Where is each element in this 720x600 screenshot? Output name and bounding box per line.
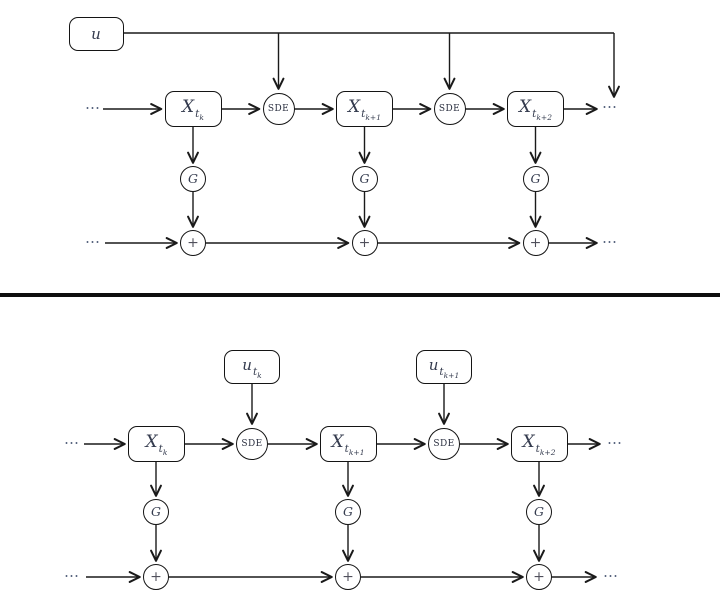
ellipsis-bottom-main-right: ⋯ <box>607 433 623 452</box>
ellipsis-top-main-left: ⋯ <box>85 98 101 117</box>
node-plus-3-top: + <box>522 230 549 256</box>
node-g-2-top: G <box>351 166 378 192</box>
ellipsis-top-main-right: ⋯ <box>602 97 618 116</box>
node-u-tk-bottom: utk <box>224 350 280 384</box>
node-plus-2-bottom: + <box>335 564 361 590</box>
node-g-1-bottom: G <box>143 499 169 525</box>
node-sde-2-top: SDE <box>433 93 466 125</box>
node-x-tk2-top: Xtk+2 <box>507 91 564 127</box>
node-u-tk1-bottom: utk+1 <box>416 350 472 384</box>
node-g-1-top: G <box>180 166 206 192</box>
node-x-tk-top: Xtk <box>164 91 222 127</box>
node-g-2-bottom: G <box>335 499 361 525</box>
node-x-tk1-top: Xtk+1 <box>336 91 393 127</box>
node-sde-1-top: SDE <box>262 93 295 125</box>
node-g-3-bottom: G <box>526 499 552 525</box>
node-x-tk2-bottom: Xtk+2 <box>510 426 568 462</box>
node-sde-2-bottom: SDE <box>428 428 460 460</box>
ellipsis-bottom-sum-left: ⋯ <box>64 566 80 585</box>
node-u-shared: u <box>69 17 124 51</box>
section-divider <box>0 293 720 297</box>
node-plus-1-top: + <box>180 230 206 256</box>
ellipsis-top-sum-left: ⋯ <box>85 232 101 251</box>
node-sde-1-bottom: SDE <box>236 428 268 460</box>
node-g-3-top: G <box>522 166 549 192</box>
node-x-tk1-bottom: Xtk+1 <box>319 426 377 462</box>
node-plus-3-bottom: + <box>526 564 552 590</box>
node-x-tk-bottom: Xtk <box>128 426 185 462</box>
node-plus-2-top: + <box>351 230 378 256</box>
ellipsis-bottom-main-left: ⋯ <box>64 433 80 452</box>
node-plus-1-bottom: + <box>143 564 169 590</box>
ellipsis-top-sum-right: ⋯ <box>602 232 618 251</box>
ellipsis-bottom-sum-right: ⋯ <box>603 566 619 585</box>
